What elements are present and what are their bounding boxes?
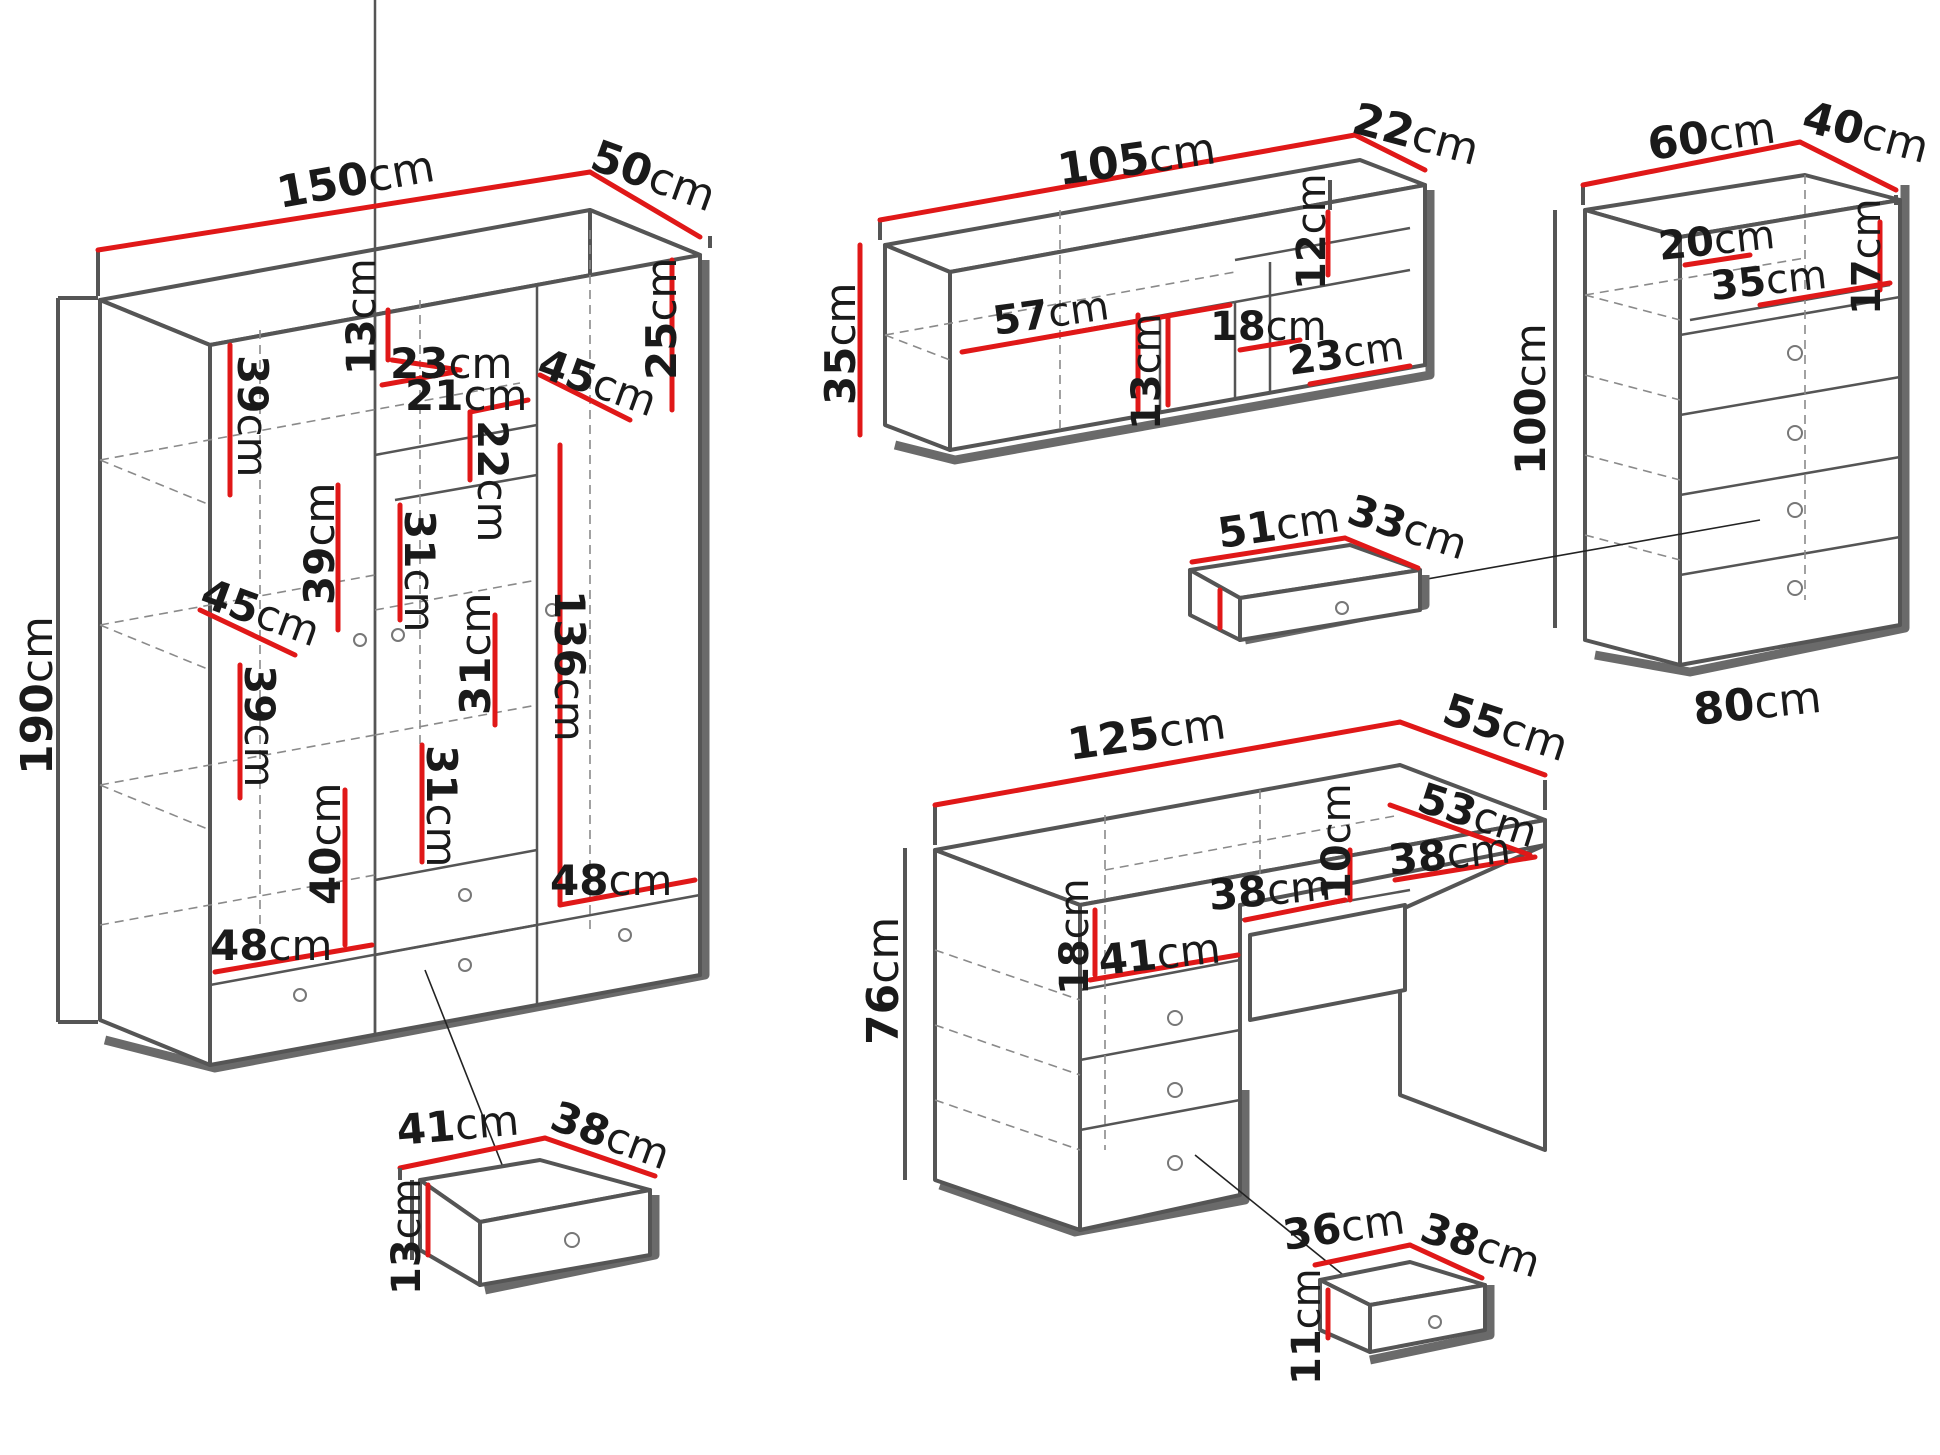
wardrobe-shelf-w-label: 21cm <box>405 371 527 420</box>
wardrobe-hang-h-label: 136cm <box>545 590 594 742</box>
desk-shelf-w-label: 38cm <box>1386 823 1513 885</box>
wardrobe-left-mid-h-label: 39cm <box>295 483 344 605</box>
wall-shelf-drawing <box>857 132 1435 465</box>
desk-drawer-top-h-label: 10cm <box>1314 783 1360 900</box>
chest-depth-label: 40cm <box>1797 91 1934 173</box>
shelf-width-label: 105cm <box>1054 123 1218 196</box>
wardrobe-left-bottom-h-label: 40cm <box>301 783 350 905</box>
chest-base-w-label: 80cm <box>1691 672 1824 736</box>
chest-drawer-detail <box>1188 535 1430 645</box>
wardrobe-right-bottom-w-label: 48cm <box>550 856 672 905</box>
shelf-open-w-label: 57cm <box>990 283 1112 345</box>
desk-drawer-detail <box>1312 1242 1495 1365</box>
wardrobe-top-right-h-label: 25cm <box>637 258 686 380</box>
chest-top-h-label: 17cm <box>1844 198 1890 315</box>
wardrobe-top-left-h-label: 13cm <box>339 258 385 375</box>
desk-drawer-h-label: 11cm <box>1284 1268 1330 1385</box>
chest-drawer-w-label: 51cm <box>1215 492 1343 558</box>
chest-top-w2-label: 35cm <box>1708 252 1829 310</box>
wardrobe-shelf-h-label: 22cm <box>468 420 517 542</box>
wardrobe-left-h1-label: 39cm <box>228 355 277 477</box>
shelf-right-h-label: 12cm <box>1289 173 1335 290</box>
desk-left-h-label: 18cm <box>1052 878 1098 995</box>
wardrobe-drawer-w-label: 41cm <box>395 1095 521 1154</box>
wardrobe-height-label: 190cm <box>12 616 63 775</box>
wardrobe-drawer-h-label: 13cm <box>384 1178 430 1295</box>
wardrobe-mid-h2-label: 31cm <box>451 593 500 715</box>
desk-height-label: 76cm <box>858 917 909 1045</box>
shelf-right-w-label: 23cm <box>1285 323 1407 385</box>
desk-drawing <box>903 719 1548 1326</box>
shelf-mid-w-label: 18cm <box>1210 304 1327 350</box>
chest-width-label: 60cm <box>1644 103 1778 171</box>
desk-drawer-w-label: 36cm <box>1280 1194 1408 1260</box>
desk-width-label: 125cm <box>1064 698 1228 771</box>
shelf-open-h-label: 13cm <box>1124 313 1170 430</box>
desk-left-w-label: 41cm <box>1096 923 1223 985</box>
chest-drawing <box>1364 139 1910 677</box>
wardrobe-top-mid-w-label: 23cm <box>390 339 512 388</box>
wardrobe-left-h3-label: 39cm <box>235 665 284 787</box>
wardrobe-mid-h3-label: 31cm <box>417 745 466 867</box>
shelf-height-label: 35cm <box>816 283 865 405</box>
chest-height-label: 100cm <box>1506 323 1555 475</box>
chest-top-w-label: 20cm <box>1656 212 1777 270</box>
wardrobe-drawing <box>56 0 712 1249</box>
wardrobe-drawer-detail <box>397 1135 660 1295</box>
wardrobe-left-bottom-w-label: 48cm <box>210 921 332 970</box>
wardrobe-mid-h1-label: 31cm <box>395 510 444 632</box>
desk-depth-label: 55cm <box>1437 684 1575 772</box>
desk-drawer-top-w-label: 38cm <box>1207 860 1333 919</box>
